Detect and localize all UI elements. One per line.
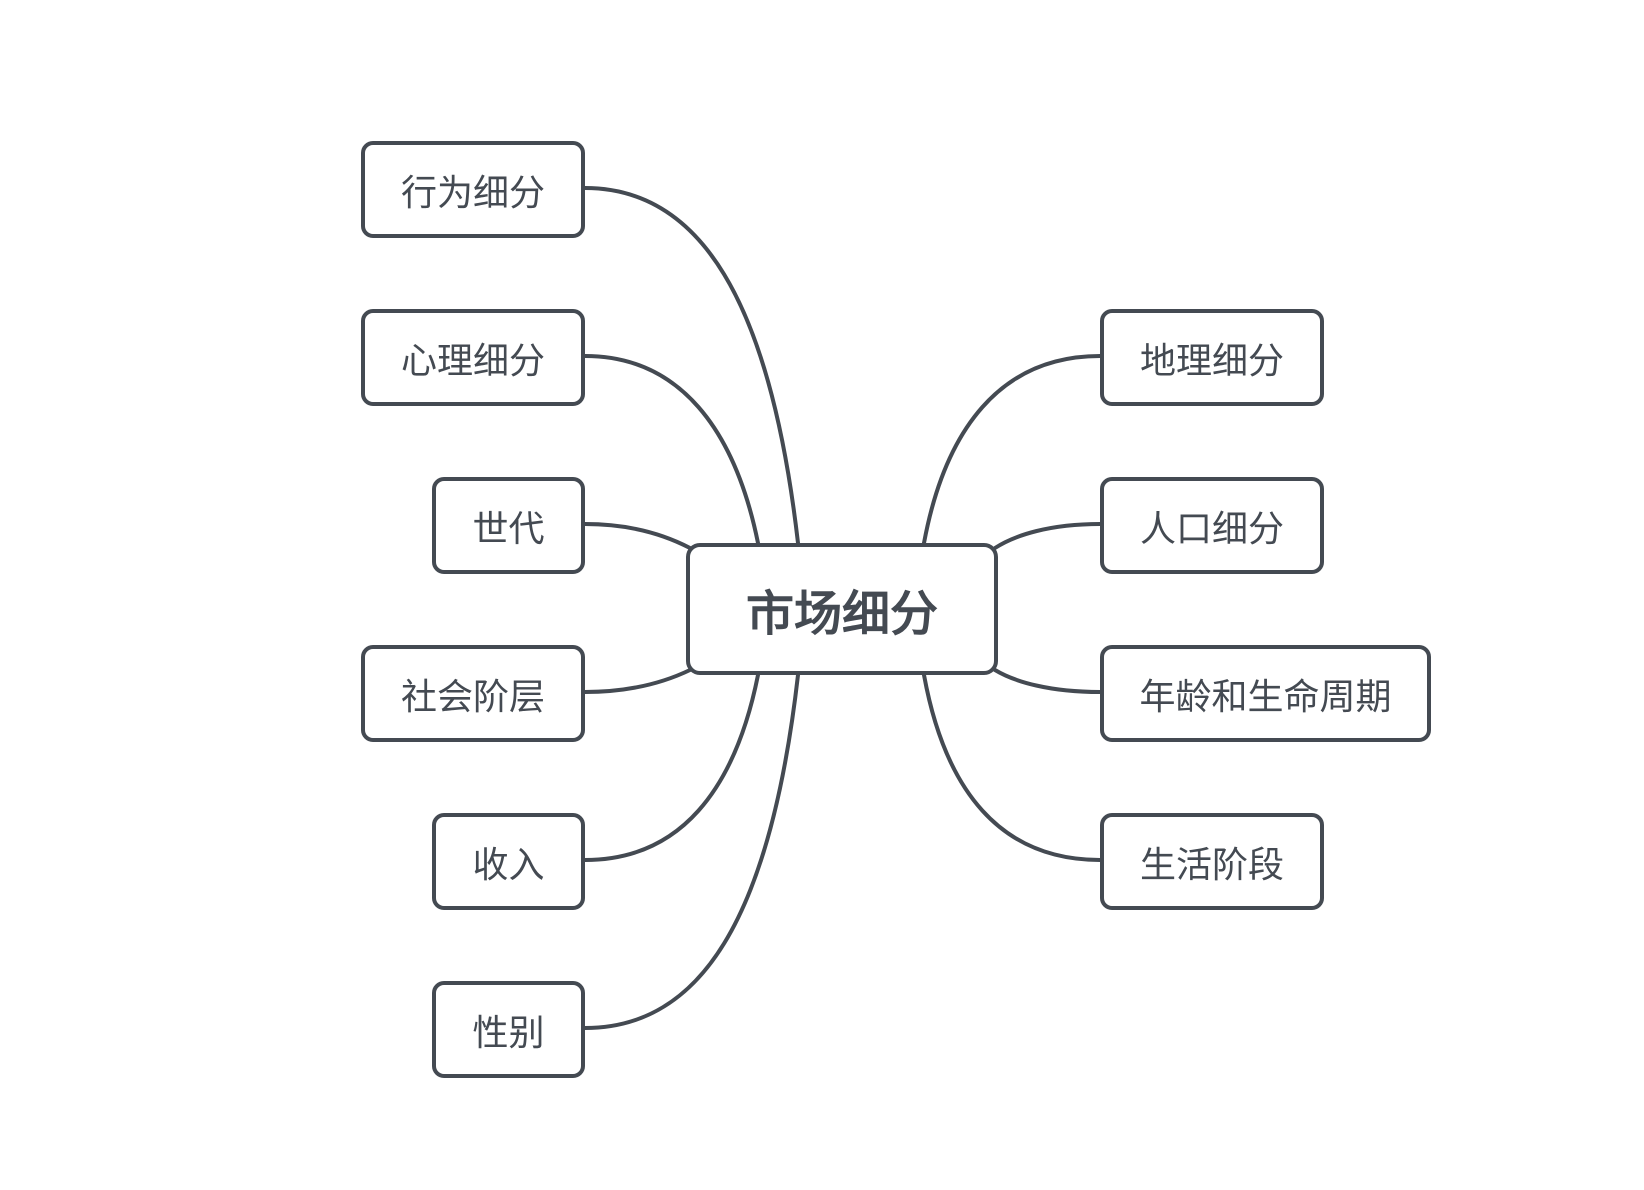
node-life-stage[interactable]: 生活阶段: [1100, 813, 1324, 910]
node-label: 心理细分: [400, 340, 545, 382]
link-demographic: [993, 522, 1102, 550]
link-life-stage: [922, 673, 1102, 862]
node-age-lifecycle[interactable]: 年龄和生命周期: [1100, 645, 1431, 742]
node-psychology[interactable]: 心理细分: [361, 309, 585, 406]
node-label: 年龄和生命周期: [1139, 676, 1392, 718]
node-social-class[interactable]: 社会阶层: [361, 645, 585, 742]
link-gender: [583, 673, 800, 1030]
node-income[interactable]: 收入: [432, 813, 585, 910]
node-label: 社会阶层: [400, 676, 545, 718]
node-behavior[interactable]: 行为细分: [361, 141, 585, 238]
node-label: 收入: [472, 844, 545, 886]
node-label: 地理细分: [1139, 340, 1284, 382]
node-geography[interactable]: 地理细分: [1100, 309, 1324, 406]
node-gender[interactable]: 性别: [432, 981, 585, 1078]
link-income: [583, 673, 760, 862]
link-social-class: [583, 668, 692, 694]
node-label: 性别: [472, 1012, 545, 1054]
node-label: 行为细分: [400, 172, 545, 214]
node-label: 生活阶段: [1139, 844, 1284, 886]
root-node[interactable]: 市场细分: [686, 543, 998, 675]
link-behavior: [583, 186, 800, 545]
link-age-lifecycle: [993, 668, 1102, 694]
node-generation[interactable]: 世代: [432, 477, 585, 574]
node-label: 人口细分: [1139, 508, 1284, 550]
link-geography: [922, 354, 1102, 545]
node-demographic[interactable]: 人口细分: [1100, 477, 1324, 574]
root-label: 市场细分: [745, 586, 938, 642]
link-psychology: [583, 354, 760, 545]
link-generation: [583, 522, 692, 550]
node-label: 世代: [472, 508, 545, 550]
